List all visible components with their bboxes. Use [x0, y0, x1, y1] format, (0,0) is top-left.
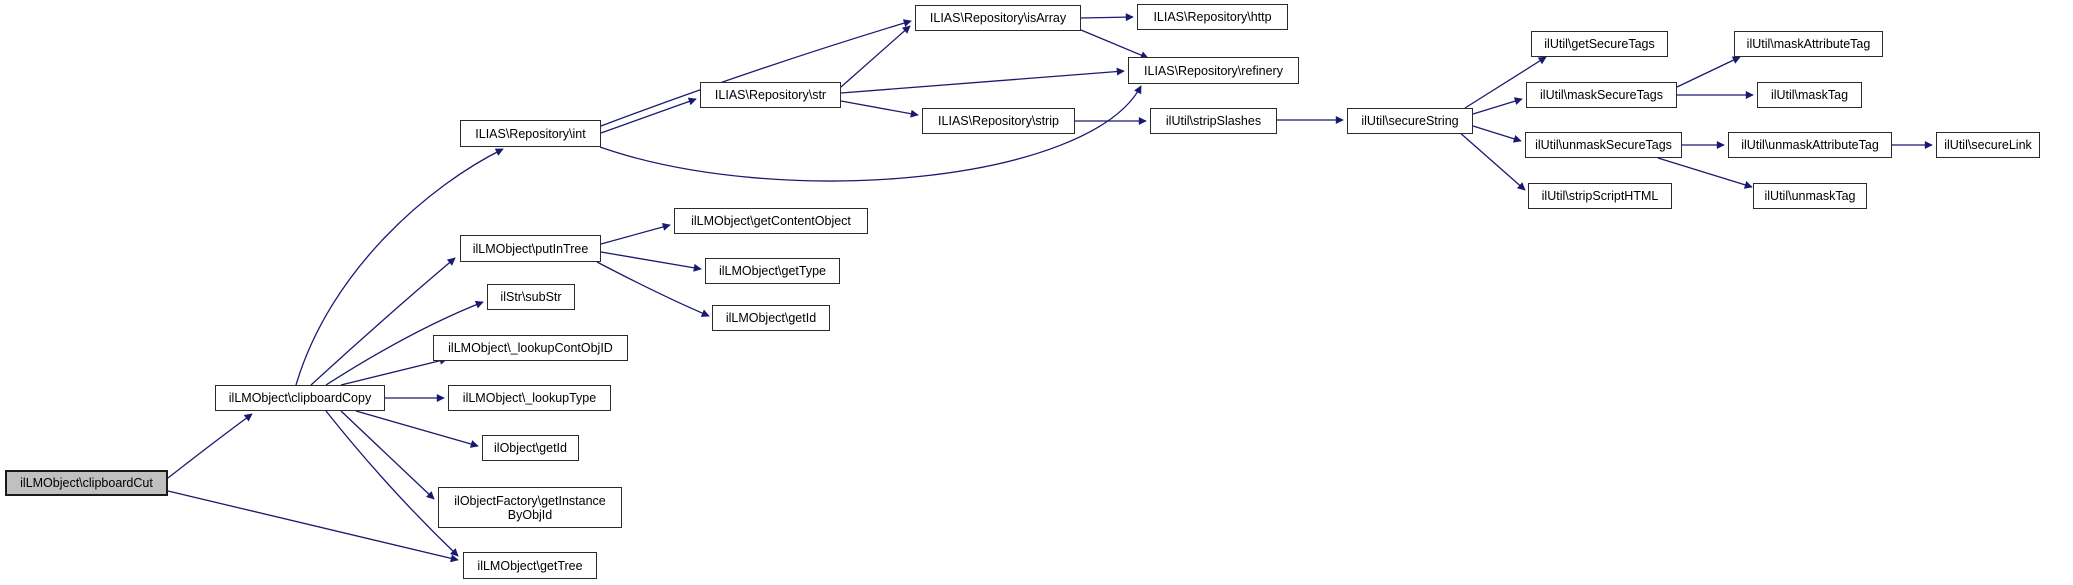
- graph-node-getInstanceByObjId[interactable]: ilObjectFactory\getInstance ByObjId: [438, 487, 622, 528]
- edge-clipboardCopy-to-putInTree: [310, 257, 456, 386]
- graph-node-lookupType[interactable]: ilLMObject\_lookupType: [448, 385, 611, 411]
- graph-node-getSecureTags[interactable]: ilUtil\getSecureTags: [1531, 31, 1668, 57]
- edge-maskSecureTags-to-maskAttributeTag: [1676, 56, 1741, 88]
- edge-secureString-to-maskSecureTags: [1472, 97, 1523, 115]
- graph-node-getContentObject[interactable]: ilLMObject\getContentObject: [674, 208, 868, 234]
- graph-node-maskTag[interactable]: ilUtil\maskTag: [1757, 82, 1862, 108]
- edge-int-to-str: [600, 97, 697, 134]
- edge-clipboardCut-to-clipboardCopy: [167, 413, 253, 479]
- graph-node-stripSlashes[interactable]: ilUtil\stripSlashes: [1150, 108, 1277, 134]
- graph-node-clipboardCut: ilLMObject\clipboardCut: [5, 470, 168, 496]
- edge-str-to-isArray: [840, 25, 911, 88]
- graph-node-secureString[interactable]: ilUtil\secureString: [1347, 108, 1473, 134]
- edge-clipboardCopy-to-int: [295, 148, 504, 386]
- edge-int-to-isArray: [600, 19, 912, 127]
- edge-secureString-to-getSecureTags: [1464, 56, 1547, 109]
- edge-clipboardCopy-to-getTree: [325, 410, 459, 557]
- edge-unmaskSecureTags-to-unmaskTag: [1657, 157, 1753, 189]
- graph-node-int[interactable]: ILIAS\Repository\int: [460, 120, 601, 147]
- graph-node-refinery[interactable]: ILIAS\Repository\refinery: [1128, 57, 1299, 84]
- graph-node-lookupContObjID[interactable]: ilLMObject\_lookupContObjID: [433, 335, 628, 361]
- graph-node-maskAttributeTag[interactable]: ilUtil\maskAttributeTag: [1734, 31, 1883, 57]
- edge-secureString-to-unmaskSecureTags: [1472, 125, 1522, 143]
- edge-putInTree-to-getContentObject: [600, 223, 671, 245]
- edge-clipboardCopy-to-getInstanceByObjId: [340, 410, 435, 500]
- graph-node-clipboardCopy[interactable]: ilLMObject\clipboardCopy: [215, 385, 385, 411]
- edge-str-to-strip: [840, 100, 919, 118]
- graph-node-secureLink[interactable]: ilUtil\secureLink: [1936, 132, 2040, 158]
- graph-node-unmaskTag[interactable]: ilUtil\unmaskTag: [1753, 183, 1867, 209]
- edge-isArray-to-http: [1080, 13, 1134, 22]
- graph-node-isArray[interactable]: ILIAS\Repository\isArray: [915, 5, 1081, 31]
- edge-clipboardCut-to-getTree: [167, 490, 459, 563]
- graph-node-stripScriptHTML[interactable]: ilUtil\stripScriptHTML: [1528, 183, 1672, 209]
- edge-clipboardCopy-to-subStr: [325, 300, 484, 386]
- edge-secureString-to-stripScriptHTML: [1457, 130, 1526, 191]
- graph-node-getTree[interactable]: ilLMObject\getTree: [463, 552, 597, 579]
- graph-node-str[interactable]: ILIAS\Repository\str: [700, 82, 841, 108]
- graph-node-unmaskSecureTags[interactable]: ilUtil\unmaskSecureTags: [1525, 132, 1682, 158]
- edge-int-to-refinery: [599, 85, 1142, 182]
- graph-node-lmGetId[interactable]: ilLMObject\getId: [712, 305, 830, 331]
- edge-clipboardCopy-to-objGetId: [355, 410, 479, 448]
- graph-node-getType[interactable]: ilLMObject\getType: [705, 258, 840, 284]
- edge-clipboardCopy-to-lookupContObjID: [340, 356, 448, 386]
- edge-isArray-to-refinery: [1080, 29, 1149, 59]
- graph-node-maskSecureTags[interactable]: ilUtil\maskSecureTags: [1526, 82, 1677, 108]
- graph-node-strip[interactable]: ILIAS\Repository\strip: [922, 108, 1075, 134]
- edge-str-to-refinery: [840, 67, 1125, 94]
- edge-putInTree-to-getType: [600, 251, 702, 272]
- graph-node-putInTree[interactable]: ilLMObject\putInTree: [460, 235, 601, 262]
- graph-node-unmaskAttributeTag[interactable]: ilUtil\unmaskAttributeTag: [1728, 132, 1892, 158]
- graph-node-subStr[interactable]: ilStr\subStr: [487, 284, 575, 310]
- graph-node-http[interactable]: ILIAS\Repository\http: [1137, 4, 1288, 30]
- graph-node-objGetId[interactable]: ilObject\getId: [482, 435, 579, 461]
- edge-putInTree-to-lmGetId: [596, 261, 710, 317]
